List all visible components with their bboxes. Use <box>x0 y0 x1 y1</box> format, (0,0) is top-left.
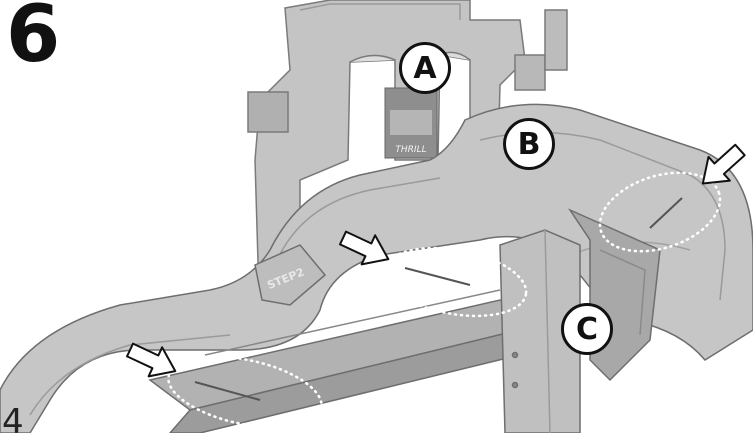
decal-text: THRILL <box>395 145 426 155</box>
part-label-a: A <box>399 42 451 94</box>
screw-left <box>194 381 261 401</box>
arrow-left-icon <box>126 342 177 378</box>
tower-decal: THRILL <box>384 87 438 159</box>
assembly-scene: THRILL STEP2 <box>0 0 753 433</box>
dotted-ellipse-middle <box>382 246 528 318</box>
screw-right <box>649 197 683 229</box>
arrow-middle-icon <box>339 230 390 266</box>
arrows <box>126 143 746 378</box>
screw-middle <box>404 267 471 286</box>
step-number: 6 <box>6 0 60 80</box>
screw-highlights <box>167 171 722 429</box>
part-label-b: B <box>503 118 555 170</box>
page-number: 4 <box>2 402 24 442</box>
part-label-c: C <box>561 303 613 355</box>
screws <box>194 197 683 401</box>
step2-logo-block: STEP2 <box>254 244 327 306</box>
dotted-ellipse-right <box>598 171 722 253</box>
arrow-right-icon <box>701 143 746 185</box>
dotted-ellipse-left <box>167 355 323 429</box>
